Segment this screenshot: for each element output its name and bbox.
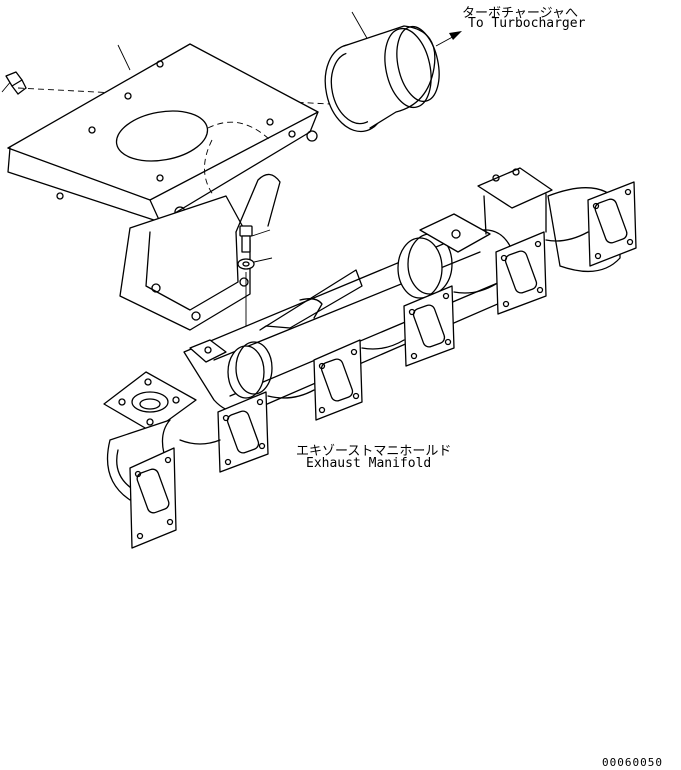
turbo-label-jp: ターボチャージャへ bbox=[462, 6, 578, 21]
turbo-arrow bbox=[435, 31, 462, 47]
manifold-label-jp: エキゾーストマニホールド bbox=[296, 444, 452, 459]
leader-lines bbox=[1, 11, 369, 263]
port-flange-2 bbox=[217, 391, 269, 473]
drawing-number: 00060050 bbox=[602, 756, 663, 769]
port-flange-4 bbox=[403, 285, 455, 367]
port-flange-5 bbox=[495, 231, 547, 315]
port-flange-6 bbox=[587, 181, 637, 267]
bolt-and-washer bbox=[237, 225, 255, 380]
bolt-small bbox=[5, 71, 27, 95]
turbo-label-en: To Turbocharger bbox=[468, 16, 586, 31]
manifold-label-en: Exhaust Manifold bbox=[306, 456, 432, 471]
bracket bbox=[7, 43, 319, 331]
port-flange-1 bbox=[129, 447, 177, 549]
connector-tube bbox=[324, 25, 440, 133]
exhaust-manifold bbox=[103, 167, 637, 549]
port-flange-3 bbox=[313, 339, 363, 421]
